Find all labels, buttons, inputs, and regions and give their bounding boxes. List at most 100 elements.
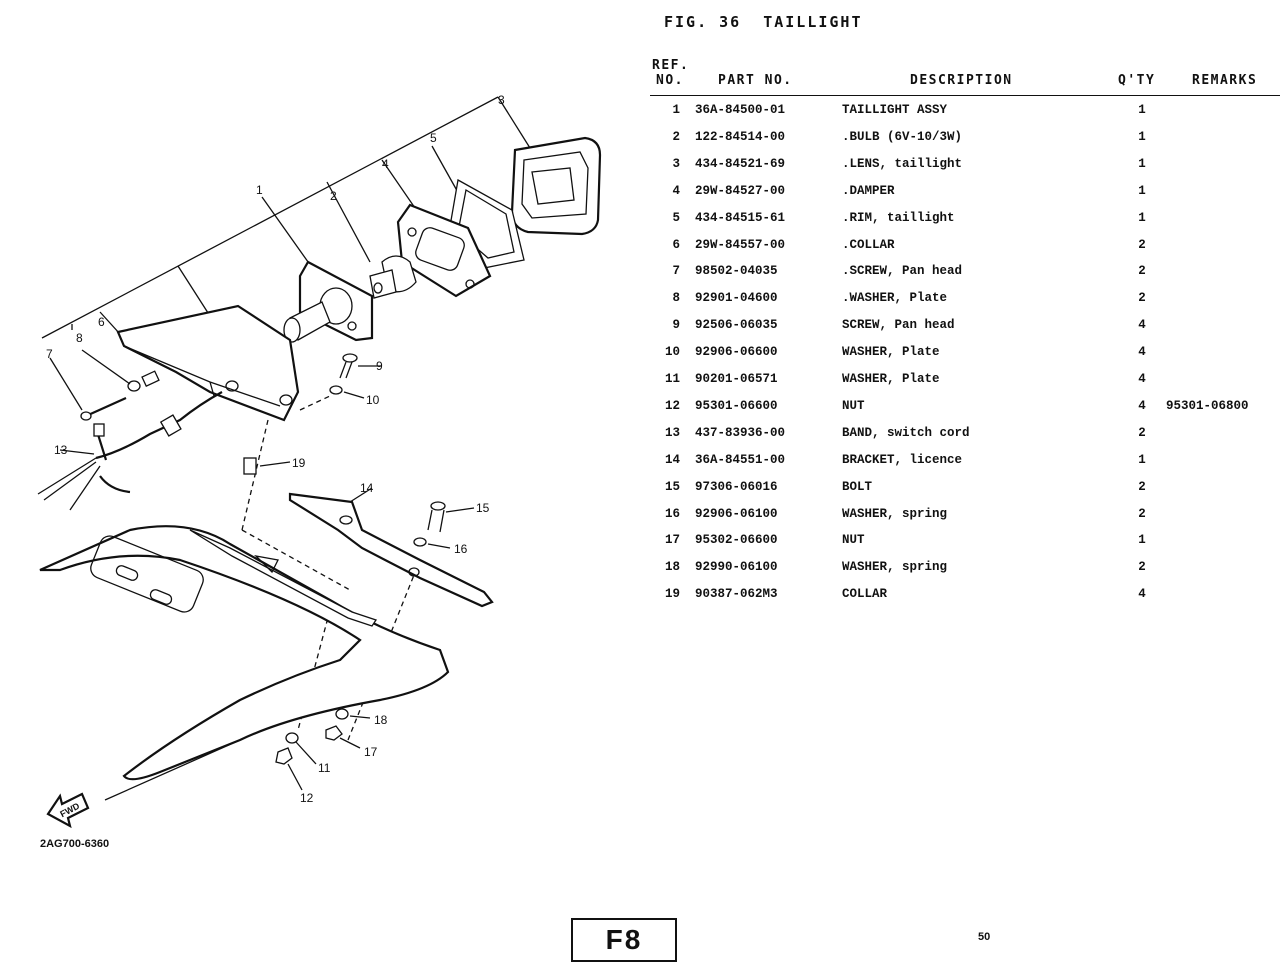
description-cell: WASHER, Plate — [842, 345, 940, 360]
taillight-bracket — [116, 304, 300, 422]
qty-cell: 4 — [1138, 318, 1146, 333]
callout-13: 13 — [54, 443, 68, 457]
leader-5 — [431, 145, 461, 197]
ref-cell: 8 — [672, 291, 680, 306]
description-cell: BAND, switch cord — [842, 425, 970, 440]
description-cell: WASHER, spring — [842, 506, 948, 521]
qty-cell: 2 — [1138, 425, 1146, 440]
ref-cell: 14 — [664, 452, 680, 467]
description-cell: BOLT — [842, 479, 873, 494]
qty-cell: 4 — [1138, 587, 1146, 602]
switch-cord — [37, 391, 223, 511]
ref-cell: 17 — [664, 533, 680, 548]
part-no-cell: 90201-06571 — [695, 372, 778, 386]
section-mark: F8 — [571, 918, 677, 962]
ref-cell: 16 — [664, 506, 680, 521]
part-no-cell: 36A-84551-00 — [695, 452, 786, 467]
header-ref-bottom: NO. — [656, 73, 684, 88]
header-remarks: REMARKS — [1192, 73, 1258, 88]
part-no-cell: 29W-84557-00 — [695, 237, 786, 252]
part-no-cell: 437-83936-00 — [695, 425, 786, 440]
leader-4 — [381, 159, 416, 209]
callout-8: 8 — [76, 331, 83, 345]
screw-washer-collar — [49, 349, 160, 421]
remarks-cell: 95301-06800 — [1166, 398, 1249, 413]
description-cell: .COLLAR — [842, 237, 895, 252]
description-cell: .SCREW, Pan head — [842, 264, 963, 279]
callout-11: 11 — [318, 761, 331, 775]
washer-10 — [299, 385, 365, 411]
description-cell: NUT — [842, 398, 865, 413]
ref-cell: 4 — [672, 183, 680, 198]
qty-cell: 1 — [1138, 156, 1146, 171]
leader-1b — [177, 265, 211, 317]
ref-cell: 11 — [664, 372, 680, 386]
callout-17: 17 — [364, 745, 378, 759]
header-ref-top: REF. — [652, 58, 690, 73]
description-cell: .RIM, taillight — [842, 210, 955, 225]
description-cell: WASHER, Plate — [842, 372, 940, 386]
description-cell: .LENS, taillight — [842, 156, 963, 171]
screw-9 — [339, 353, 382, 379]
leader-2 — [326, 181, 371, 263]
ref-cell: 6 — [672, 237, 680, 252]
table-row: 3 434-84521-69 .LENS, taillight 1 — [650, 157, 1280, 184]
callout-1: 1 — [256, 183, 263, 197]
ref-cell: 3 — [672, 156, 680, 171]
housing-part — [283, 260, 374, 343]
callout-19: 19 — [292, 456, 306, 470]
qty-cell: 4 — [1138, 345, 1146, 360]
callout-18: 18 — [374, 713, 388, 727]
part-no-cell: 92906-06100 — [695, 506, 778, 521]
qty-cell: 4 — [1138, 398, 1146, 413]
part-no-cell: 92990-06100 — [695, 560, 778, 575]
description-cell: NUT — [842, 533, 865, 548]
qty-cell: 1 — [1138, 452, 1146, 467]
rear-fender — [39, 525, 450, 801]
description-cell: TAILLIGHT ASSY — [842, 103, 948, 117]
callout-9: 9 — [376, 359, 383, 373]
qty-cell: 4 — [1138, 372, 1146, 386]
ref-cell: 19 — [664, 587, 680, 602]
table-row: 16 92906-06100 WASHER, spring 2 — [650, 507, 1280, 534]
damper-part — [396, 203, 492, 298]
part-no-cell: 95301-06600 — [695, 398, 778, 413]
part-no-cell: 29W-84527-00 — [695, 183, 786, 198]
qty-cell: 2 — [1138, 479, 1146, 494]
lens-part — [510, 136, 602, 236]
washer-16 — [413, 537, 451, 549]
leader-3 — [497, 96, 531, 149]
qty-cell: 1 — [1138, 129, 1146, 144]
part-no-cell: 434-84521-69 — [695, 156, 786, 171]
qty-cell: 2 — [1138, 560, 1146, 575]
description-cell: BRACKET, licence — [842, 452, 963, 467]
table-row: 12 95301-06600 NUT 4 95301-06800 — [650, 399, 1280, 426]
taillight-exploded-diagram: 1 2 3 4 5 6 7 8 9 10 11 12 13 14 15 16 1… — [37, 93, 602, 829]
table-row: 11 90201-06571 WASHER, Plate 4 — [650, 372, 1280, 399]
qty-cell: 2 — [1138, 506, 1146, 521]
ref-cell: 18 — [664, 560, 680, 575]
qty-cell: 1 — [1138, 210, 1146, 225]
header-qty: Q'TY — [1118, 73, 1156, 88]
callout-4: 4 — [382, 157, 389, 171]
part-no-cell: 92506-06035 — [695, 318, 778, 333]
description-cell: .DAMPER — [842, 183, 895, 198]
licence-bracket — [288, 487, 494, 608]
ref-cell: 7 — [672, 264, 680, 279]
collar-19 — [243, 457, 291, 475]
header-description: DESCRIPTION — [910, 73, 1013, 88]
qty-cell: 2 — [1138, 264, 1146, 279]
ref-cell: 12 — [664, 398, 680, 413]
assembly-leader-line — [41, 96, 499, 339]
header-part-no: PART NO. — [718, 73, 793, 88]
part-no-cell: 98502-04035 — [695, 264, 778, 279]
ref-cell: 2 — [672, 129, 680, 144]
